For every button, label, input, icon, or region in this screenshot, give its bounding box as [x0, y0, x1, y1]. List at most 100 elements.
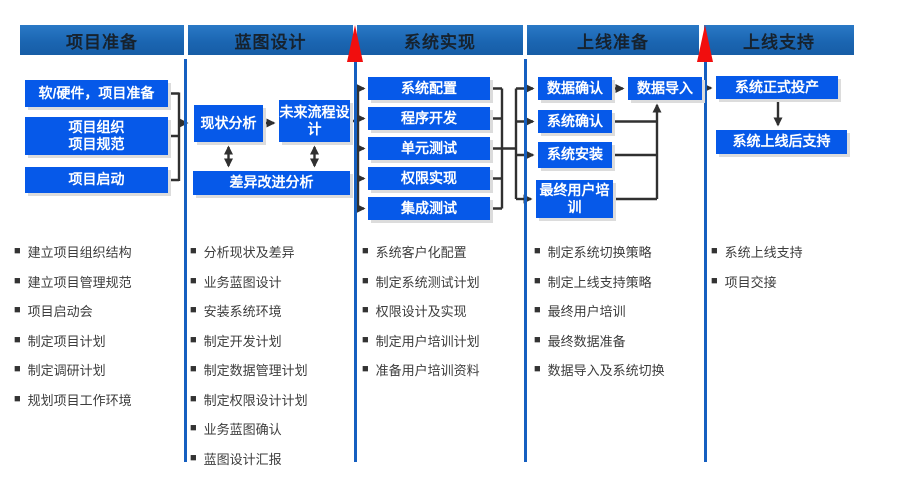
task-box: 现状分析	[194, 105, 263, 142]
list-item: ■制定权限设计计划	[190, 390, 358, 409]
bullet-square-icon: ■	[190, 304, 197, 316]
task-box: 项目组织 项目规范	[25, 117, 168, 155]
task-box: 程序开发	[368, 107, 490, 130]
list-item: ■ 分析现状及差异	[190, 242, 358, 261]
bullet-square-icon: ■	[534, 304, 541, 316]
list-item: ■ 蓝图设计汇报	[190, 449, 358, 468]
phase-1-task-list: ■ 建立项目组织结构 ■ 建立项目管理规范 ■ 项目启动会 ■ 制定项目计划 ■ 制定调研…	[14, 242, 182, 419]
phase-3-task-list: ■ 系统客户化配置 ■ 制定系统测试计划 ■ 权限设计及实现 ■ 制定用户培训计划 ■ 准…	[362, 242, 530, 390]
column-divider	[354, 59, 357, 462]
column-divider	[704, 59, 707, 462]
list-item: ■ 最终数据准备	[534, 331, 702, 350]
list-item: ■ 准备用户培训资料	[362, 360, 530, 379]
task-text: 制定系统测试计划	[375, 274, 480, 290]
milestone-triangle-icon	[697, 25, 713, 62]
task-text: 建立项目管理规范	[27, 274, 132, 290]
task-text: 准备用户培训资料	[375, 363, 480, 378]
bullet-square-icon: ■	[534, 363, 541, 375]
task-text: 建立项目组织结构	[27, 245, 132, 260]
list-item: ■ 制定用户培训计划	[362, 331, 530, 350]
task-text: 制定数据管理计划	[203, 363, 308, 378]
task-text: 制定开发计划	[203, 333, 282, 349]
bullet-square-icon: ■	[534, 333, 541, 346]
task-box: 集成测试	[368, 197, 490, 220]
bullet-square-icon: ■	[14, 333, 21, 346]
list-item: ■项目交接	[711, 272, 879, 291]
bullet-square-icon: ■	[14, 363, 21, 375]
task-text: 制定系统切换策略	[547, 245, 652, 260]
phase-header-1: 项目准备	[20, 25, 184, 55]
bullet-square-icon: ■	[362, 274, 369, 287]
list-item: ■ 权限设计及实现	[362, 301, 530, 320]
bullet-square-icon: ■	[711, 245, 718, 257]
bullet-square-icon: ■	[14, 245, 21, 257]
list-item: ■ 系统上线支持	[711, 242, 879, 261]
list-item: ■数据导入及系统切换	[534, 360, 702, 379]
column-divider	[524, 59, 527, 462]
task-text: 蓝图设计汇报	[203, 451, 282, 467]
task-text: 最终用户培训	[547, 304, 626, 319]
bullet-square-icon: ■	[190, 245, 197, 257]
bullet-square-icon: ■	[362, 245, 369, 257]
task-box: 系统上线后支持	[716, 130, 847, 154]
task-text: 系统上线支持	[724, 245, 803, 260]
task-text: 制定用户培训计划	[375, 333, 480, 349]
task-box: 软/硬件，项目准备	[25, 80, 168, 107]
task-text: 制定上线支持策略	[547, 274, 652, 290]
list-item: ■ 制定调研计划	[14, 360, 182, 379]
bullet-square-icon: ■	[190, 363, 197, 375]
bullet-square-icon: ■	[14, 392, 21, 405]
task-box: 数据确认	[538, 77, 612, 100]
task-box: 系统配置	[368, 77, 490, 100]
task-text: 规划项目工作环境	[27, 392, 132, 408]
list-item: ■ 制定系统切换策略	[534, 242, 702, 261]
task-text: 业务蓝图确认	[203, 422, 282, 437]
list-item: ■ 最终用户培训	[534, 301, 702, 320]
phase-header-3: 系统实现	[357, 25, 523, 55]
task-text: 分析现状及差异	[203, 245, 295, 260]
bullet-square-icon: ■	[190, 451, 197, 464]
task-text: 最终数据准备	[547, 333, 626, 349]
task-box: 单元测试	[368, 137, 490, 160]
bullet-square-icon: ■	[14, 274, 21, 287]
list-item: ■ 建立项目管理规范	[14, 272, 182, 291]
task-box: 系统确认	[538, 110, 612, 133]
task-text: 权限设计及实现	[375, 304, 467, 319]
bullet-square-icon: ■	[190, 392, 197, 405]
list-item: ■制定上线支持策略	[534, 272, 702, 291]
bullet-square-icon: ■	[362, 333, 369, 346]
task-box: 差异改进分析	[193, 171, 350, 195]
task-box: 数据导入	[628, 77, 702, 100]
task-text: 安装系统环境	[203, 304, 282, 319]
task-text: 系统客户化配置	[375, 245, 467, 260]
list-item: ■ 规划项目工作环境	[14, 390, 182, 409]
list-item: ■ 建立项目组织结构	[14, 242, 182, 261]
task-text: 制定项目计划	[27, 333, 106, 349]
list-item: ■ 制定项目计划	[14, 331, 182, 350]
bullet-square-icon: ■	[190, 422, 197, 434]
bullet-square-icon: ■	[14, 304, 21, 316]
task-box: 权限实现	[368, 167, 490, 190]
bullet-square-icon: ■	[190, 274, 197, 287]
task-text: 业务蓝图设计	[203, 274, 282, 290]
task-text: 项目启动会	[27, 304, 93, 319]
list-item: ■ 业务蓝图设计	[190, 272, 358, 291]
task-text: 制定调研计划	[27, 363, 106, 378]
bullet-square-icon: ■	[534, 245, 541, 257]
bullet-square-icon: ■	[711, 274, 718, 287]
phase-header-2: 蓝图设计	[188, 25, 353, 55]
list-item: ■ 业务蓝图确认	[190, 419, 358, 438]
list-item: ■制定开发计划	[190, 331, 358, 350]
list-item: ■ 安装系统环境	[190, 301, 358, 320]
bullet-square-icon: ■	[362, 304, 369, 316]
bullet-square-icon: ■	[362, 363, 369, 375]
list-item: ■ 制定系统测试计划	[362, 272, 530, 291]
milestone-triangle-icon	[347, 25, 363, 62]
task-box: 系统正式投产	[716, 76, 838, 99]
task-box: 系统安装	[538, 142, 612, 168]
phase-header-5: 上线支持	[704, 25, 854, 55]
connector-phase2-to-phase3	[350, 84, 366, 213]
phase-header-4: 上线准备	[527, 25, 699, 55]
task-box: 最终用户培 训	[536, 180, 613, 218]
